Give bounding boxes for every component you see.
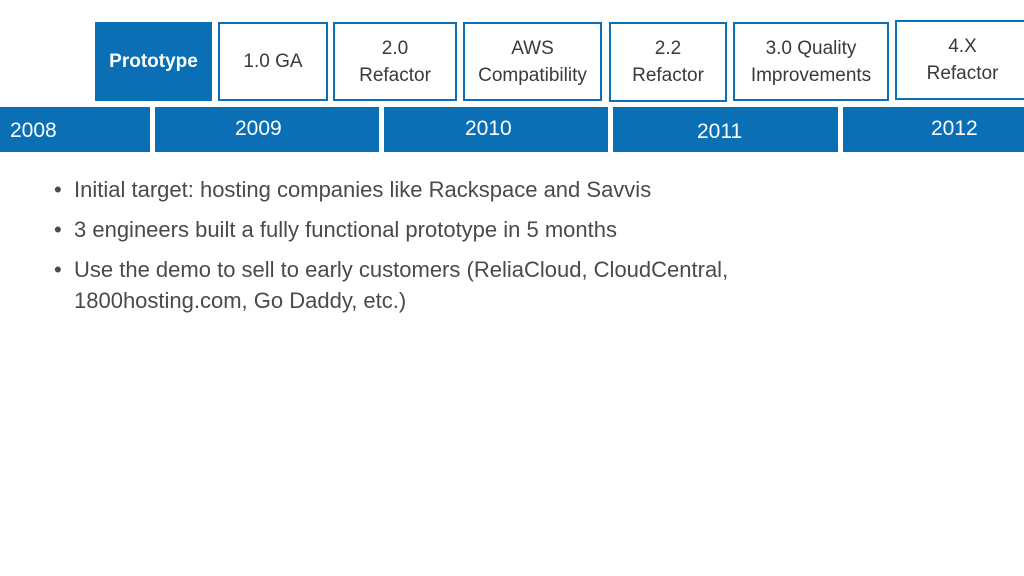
milestone-label: 4.X Refactor [926, 36, 999, 84]
bullet-text: 3 engineers built a fully functional pro… [74, 217, 617, 242]
year-band-2011: 2011 [613, 107, 838, 152]
milestone-label: Prototype [109, 51, 198, 72]
year-band-2009: 2009 [155, 107, 379, 152]
year-band-2010: 2010 [384, 107, 608, 152]
milestone-label: AWS Compatibility [478, 37, 587, 86]
milestone-2-0-refactor: 2.0 Refactor [333, 22, 457, 101]
year-label: 2012 [931, 117, 978, 140]
milestone-aws-compatibility: AWS Compatibility [463, 22, 602, 101]
milestone-1-0-ga: 1.0 GA [218, 22, 328, 101]
bullet-text: Initial target: hosting companies like R… [74, 177, 652, 202]
milestone-label: 2.2 Refactor [632, 38, 704, 86]
bullet-dot: • [54, 217, 62, 242]
milestone-label: 2.0 Refactor [359, 37, 431, 86]
bullet-text: Use the demo to sell to early customers … [74, 257, 729, 313]
bullet-dot: • [54, 257, 62, 282]
milestone-prototype: Prototype [95, 22, 212, 101]
bullet-item: • Use the demo to sell to early customer… [54, 254, 874, 316]
year-band-2008: 2008 [0, 107, 150, 152]
milestone-4-x-refactor: 4.X Refactor [895, 20, 1024, 100]
bullet-dot: • [54, 177, 62, 202]
milestone-label: 3.0 Quality Improvements [750, 37, 872, 86]
year-label: 2008 [10, 119, 57, 142]
milestone-3-0-quality-improvements: 3.0 Quality Improvements [733, 22, 889, 101]
bullet-item: • Initial target: hosting companies like… [54, 174, 874, 205]
year-label: 2011 [697, 120, 743, 143]
year-label: 2010 [465, 117, 512, 140]
milestone-label: 1.0 GA [243, 51, 303, 72]
milestone-2-2-refactor: 2.2 Refactor [609, 22, 727, 102]
bullet-list: • Initial target: hosting companies like… [54, 174, 874, 325]
year-label: 2009 [235, 117, 282, 140]
bullet-item: • 3 engineers built a fully functional p… [54, 214, 874, 245]
year-band-2012: 2012 [843, 107, 1024, 152]
